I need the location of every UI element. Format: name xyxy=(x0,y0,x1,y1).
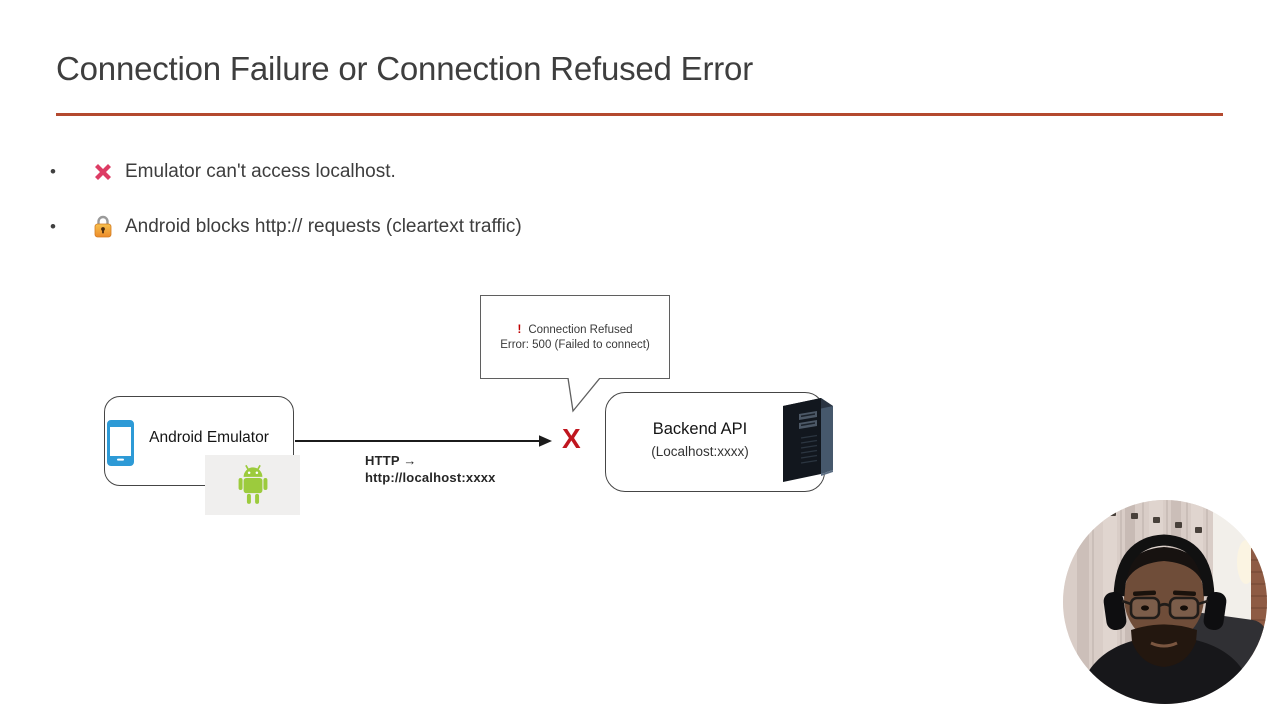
webcam-overlay xyxy=(1063,500,1267,704)
node-label: Android Emulator xyxy=(149,429,269,446)
bullet-text: Android blocks http:// requests (clearte… xyxy=(125,216,522,237)
bullet-item-emulator: • Emulator can't access localhost. xyxy=(50,157,396,187)
title-divider xyxy=(56,113,1223,116)
callout-text-1: Connection Refused xyxy=(528,324,633,336)
page-title: Connection Failure or Connection Refused… xyxy=(56,50,753,87)
failure-x-mark: X xyxy=(562,423,581,454)
presenter-figure xyxy=(1077,534,1255,704)
bullet-marker: • xyxy=(50,162,56,181)
request-label-line-1: HTTP → xyxy=(365,453,417,468)
callout-tail xyxy=(567,378,601,413)
request-arrow xyxy=(295,435,552,447)
bullet-marker: • xyxy=(50,217,56,236)
android-chip xyxy=(205,455,300,515)
exclamation-icon: ! xyxy=(517,324,522,336)
cross-mark-icon xyxy=(90,159,116,185)
request-label-line-2: http://localhost:xxxx xyxy=(365,470,496,485)
callout-connection-refused: ! Connection Refused Error: 500 (Failed t… xyxy=(480,295,670,379)
smartphone-icon xyxy=(107,420,134,466)
server-tower-icon xyxy=(783,398,833,482)
bullet-item-cleartext: • Android blocks http:// requests (clear… xyxy=(50,212,522,242)
webcam-avatar xyxy=(1063,500,1267,704)
callout-line-2: Error: 500 (Failed to connect) xyxy=(500,339,650,351)
android-robot-icon xyxy=(238,464,267,504)
request-label: HTTP → http://localhost:xxxx xyxy=(365,452,496,486)
node-label: Backend API xyxy=(652,420,748,438)
node-sublabel: (Localhost:xxxx) xyxy=(651,444,749,459)
callout-line-1: ! Connection Refused xyxy=(517,323,632,338)
lock-icon xyxy=(90,214,116,240)
bullet-text: Emulator can't access localhost. xyxy=(125,161,396,182)
